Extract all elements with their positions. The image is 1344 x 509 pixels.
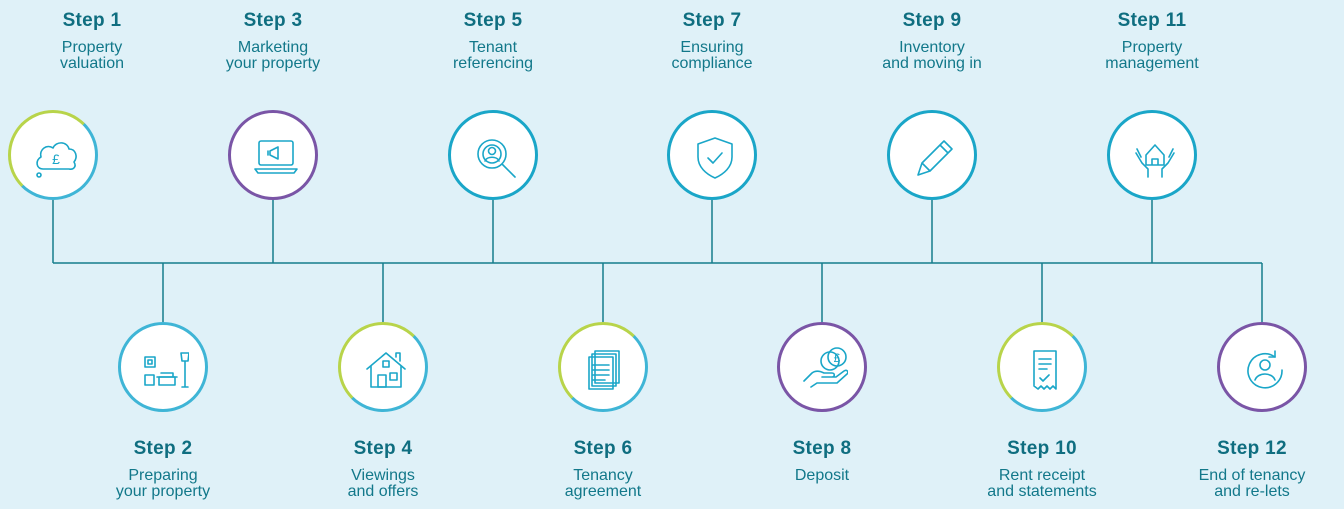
step-description: Property valuation [59, 39, 125, 72]
step-description: Viewings and offers [347, 467, 419, 500]
step-8-label: Step 8 Deposit [732, 438, 912, 484]
step-11-circle [1107, 110, 1197, 200]
step-title: Step 5 [463, 10, 523, 31]
step-3-circle [228, 110, 318, 200]
step-title: Step 6 [573, 438, 633, 459]
step-description: Tenant referencing [452, 39, 534, 72]
step-8-circle: £ [777, 322, 867, 412]
step-11-label: Step 11 Property management [1062, 10, 1242, 72]
shield-check-icon [697, 137, 733, 179]
living-room-icon [144, 352, 189, 388]
magnifier-person-icon [477, 139, 516, 178]
step-description: Deposit [794, 467, 850, 484]
step-description: Ensuring compliance [671, 39, 753, 72]
person-cycle-icon [1247, 350, 1283, 389]
pencil-icon [917, 140, 953, 176]
step-7-circle [667, 110, 757, 200]
house-icon [366, 352, 406, 388]
step-3-label: Step 3 Marketing your property [183, 10, 363, 72]
step-6-label: Step 6 Tenancy agreement [513, 438, 693, 500]
step-title: Step 12 [1217, 438, 1287, 459]
step-title: Step 9 [902, 10, 962, 31]
step-1-circle: £ [8, 110, 98, 200]
hand-coin-icon: £ [803, 347, 848, 388]
step-title: Step 2 [133, 438, 193, 459]
step-2-circle [118, 322, 208, 412]
step-title: Step 8 [792, 438, 852, 459]
step-9-label: Step 9 Inventory and moving in [842, 10, 1022, 72]
step-6-circle [558, 322, 648, 412]
cloud-pound-icon: £ [36, 142, 77, 178]
step-12-circle [1217, 322, 1307, 412]
step-description: Inventory and moving in [882, 39, 982, 72]
step-description: Property management [1105, 39, 1199, 72]
step-10-label: Step 10 Rent receipt and statements [952, 438, 1132, 500]
document-icon [588, 350, 620, 390]
step-9-circle [887, 110, 977, 200]
step-10-circle [997, 322, 1087, 412]
step-5-circle [448, 110, 538, 200]
step-title: Step 11 [1117, 10, 1187, 31]
step-description: End of tenancy and re-lets [1198, 467, 1306, 500]
step-title: Step 7 [682, 10, 742, 31]
step-4-label: Step 4 Viewings and offers [293, 438, 473, 500]
step-title: Step 4 [353, 438, 413, 459]
step-7-label: Step 7 Ensuring compliance [622, 10, 802, 72]
step-description: Tenancy agreement [564, 467, 642, 500]
step-description: Rent receipt and statements [987, 467, 1097, 500]
receipt-icon [1033, 350, 1057, 390]
step-5-label: Step 5 Tenant referencing [403, 10, 583, 72]
svg-text:£: £ [52, 151, 60, 167]
step-2-label: Step 2 Preparing your property [73, 438, 253, 500]
step-12-label: Step 12 End of tenancy and re-lets [1162, 438, 1342, 500]
step-title: Step 3 [243, 10, 303, 31]
laptop-megaphone-icon [254, 140, 298, 174]
step-1-label: Step 1 Property valuation [2, 10, 182, 72]
step-title: Step 1 [62, 10, 122, 31]
hands-house-icon [1135, 144, 1175, 178]
step-description: Preparing your property [115, 467, 211, 500]
step-description: Marketing your property [225, 39, 321, 72]
svg-text:£: £ [834, 351, 841, 365]
step-4-circle [338, 322, 428, 412]
step-title: Step 10 [1007, 438, 1077, 459]
